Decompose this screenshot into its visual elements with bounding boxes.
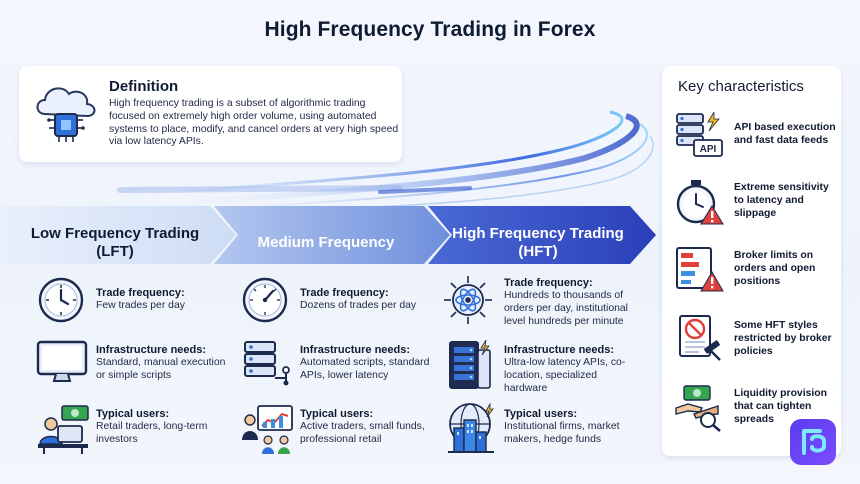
- lft-typical-users-text: Retail traders, long-term investors: [96, 421, 208, 445]
- server-stack-icon: [244, 341, 290, 386]
- hft-typical-users-text: Institutional firms, market makers, hedg…: [504, 421, 620, 445]
- api-server-icon: API: [676, 112, 723, 157]
- institution-building-icon: [448, 402, 494, 453]
- brand-logo-icon: [802, 429, 826, 455]
- key-characteristic-broker-limits: Broker limits on orders and open positio…: [734, 250, 816, 287]
- stage-label-lft: Low Frequency Trading (LFT): [30, 225, 200, 260]
- order-limit-warning-icon: [676, 247, 724, 292]
- key-characteristic-api: API based execution and fast data feeds: [734, 122, 836, 146]
- medium-infrastructure-text: Automated scripts, standard APIs, lower …: [300, 357, 430, 381]
- hft-trade-frequency-text: Hundreds to thousands of orders per day,…: [504, 290, 628, 327]
- definition-card: Definition High frequency trading is a s…: [19, 66, 402, 162]
- hft-infrastructure-text: Ultra-low latency APIs, co-location, spe…: [504, 357, 626, 394]
- medium-infrastructure-heading: Infrastructure needs:: [300, 344, 411, 356]
- stage-label-medium: Medium Frequency: [257, 234, 395, 251]
- key-characteristic-restrictions: Some HFT styles restricted by broker pol…: [734, 320, 832, 357]
- clock-icon: [38, 277, 84, 323]
- key-characteristics-panel: Key characteristics API API based execut…: [662, 66, 841, 456]
- server-rack-icon: [449, 340, 491, 389]
- liquidity-handshake-icon: [675, 385, 721, 432]
- lft-trade-frequency-text: Few trades per day: [96, 300, 185, 311]
- key-characteristics-heading: Key characteristics: [678, 78, 804, 95]
- chevron-high-frequency: [428, 206, 656, 264]
- atom-burst-icon: [444, 276, 492, 324]
- key-characteristic-latency: Extreme sensitivity to latency and slipp…: [734, 182, 829, 219]
- medium-typical-users-text: Active traders, small funds, professiona…: [300, 421, 425, 445]
- hft-trade-frequency-heading: Trade frequency:: [504, 277, 593, 289]
- presentation-icon: [242, 405, 293, 454]
- trader-desk-icon: [38, 405, 89, 454]
- brand-logo: [790, 419, 836, 465]
- hft-infrastructure-heading: Infrastructure needs:: [504, 344, 615, 356]
- gauge-clock-icon: [242, 277, 288, 323]
- monitor-icon: [36, 340, 88, 382]
- lft-infrastructure-heading: Infrastructure needs:: [96, 344, 207, 356]
- page-title: High Frequency Trading in Forex: [264, 18, 596, 41]
- cloud-chip-icon: [36, 87, 96, 142]
- medium-trade-frequency-text: Dozens of trades per day: [300, 300, 417, 311]
- speed-swoosh-decoration: [117, 110, 654, 213]
- stopwatch-warning-icon: [676, 180, 724, 225]
- lft-trade-frequency-heading: Trade frequency:: [96, 287, 185, 299]
- key-characteristic-liquidity: Liquidity provision that can tighten spr…: [734, 388, 827, 425]
- restricted-document-icon: [679, 315, 721, 361]
- hft-typical-users-heading: Typical users:: [504, 408, 578, 420]
- api-badge-label: API: [700, 144, 717, 155]
- lft-typical-users-heading: Typical users:: [96, 408, 170, 420]
- chevron-medium-frequency: [214, 206, 450, 264]
- stage-label-hft: High Frequency Trading (HFT): [452, 225, 624, 260]
- definition-text: High frequency trading is a subset of al…: [109, 98, 399, 148]
- lft-infrastructure-text: Standard, manual execution or simple scr…: [96, 357, 226, 381]
- definition-heading: Definition: [109, 78, 179, 95]
- medium-typical-users-heading: Typical users:: [300, 408, 374, 420]
- medium-trade-frequency-heading: Trade frequency:: [300, 287, 389, 299]
- chevron-low-frequency: [0, 206, 236, 264]
